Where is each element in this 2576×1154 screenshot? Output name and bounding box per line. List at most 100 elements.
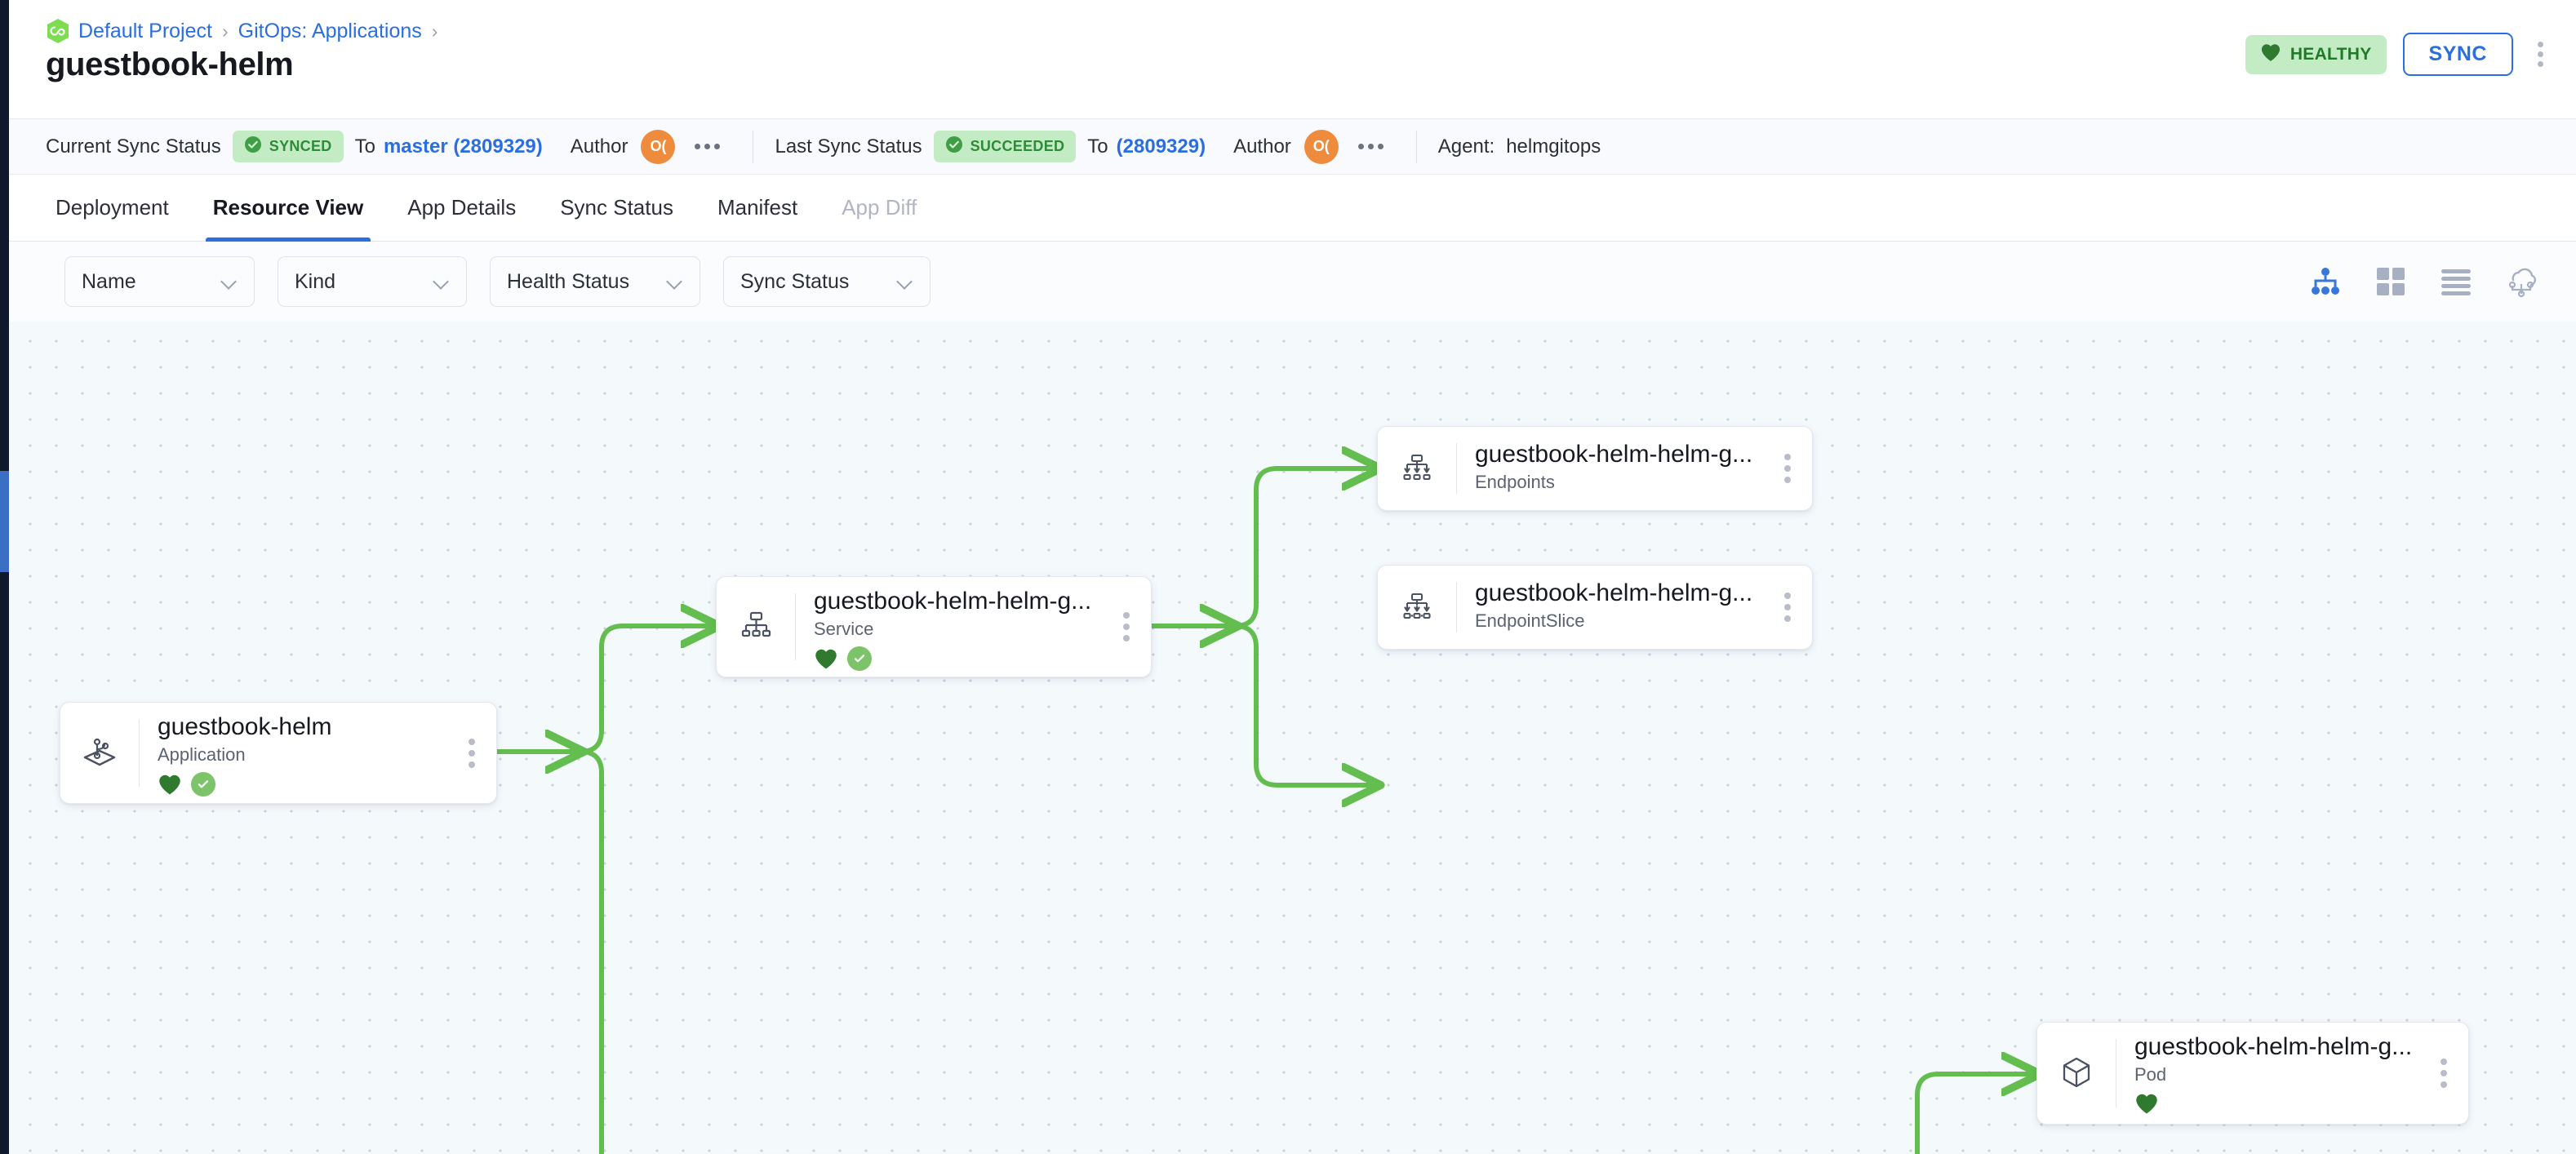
node-kebab-menu-icon[interactable] [447,703,496,803]
graph-node-endpointslice[interactable]: guestbook-helm-helm-g... EndpointSlice [1377,565,1813,650]
resource-graph-canvas[interactable]: guestbook-helm Application [9,322,2576,1154]
filter-health-status-dropdown[interactable]: Health Status [490,256,700,307]
node-divider [1456,582,1457,632]
breadcrumb: Default Project › GitOps: Applications › [46,18,439,44]
tab-resource-view[interactable]: Resource View [191,175,386,242]
nav-rail-active-indicator [0,471,9,572]
node-kind: Endpoints [1475,472,1555,493]
last-sync-to-label: To [1087,135,1108,158]
breadcrumb-link-gitops-applications[interactable]: GitOps: Applications [238,19,422,42]
filter-kind-label: Kind [295,269,336,293]
breadcrumb-link-default-project[interactable]: Default Project [78,19,212,42]
chevron-down-icon [667,273,683,290]
current-sync-status-badge: SYNCED [232,131,344,162]
status-divider-2 [1415,130,1417,163]
tab-app-details[interactable]: App Details [407,195,517,220]
status-badge-health: HEALTHY [2245,34,2387,74]
tab-bar: Deployment Resource View App Details Syn… [9,175,2576,242]
page-title: guestbook-helm [46,47,294,82]
node-name: guestbook-helm-helm-g... [1475,580,1753,606]
node-body: guestbook-helm Application [140,703,447,803]
filter-name-label: Name [82,269,136,293]
pod-icon [2037,1023,2116,1124]
node-kebab-menu-icon[interactable] [1763,427,1812,510]
sync-button[interactable]: SYNC [2402,33,2513,76]
app-nav-rail[interactable] [0,0,9,1154]
avatar-current-author[interactable]: O( [641,129,676,164]
node-kind: EndpointSlice [1475,610,1585,632]
avatar-last-author[interactable]: O( [1304,129,1339,164]
graph-edges [494,322,2576,1154]
page-root: Default Project › GitOps: Applications ›… [9,0,2576,1154]
node-name: guestbook-helm-helm-g... [814,588,1092,615]
tab-manifest[interactable]: Manifest [717,195,798,220]
node-kebab-menu-icon[interactable] [2419,1023,2468,1124]
node-divider [1456,443,1457,494]
header-actions: HEALTHY SYNC [2245,33,2552,76]
tab-deployment[interactable]: Deployment [56,195,169,220]
graph-node-endpoints[interactable]: guestbook-helm-helm-g... Endpoints [1377,426,1813,511]
heart-icon [2134,1092,2159,1115]
node-status-badges [158,771,447,797]
network-view-icon[interactable] [2504,264,2538,299]
check-circle-icon [945,135,963,158]
current-sync-author-label: Author [570,135,628,158]
current-sync-more-icon[interactable] [683,135,731,158]
node-status-badges [2134,1092,2419,1115]
graph-node-pod-1[interactable]: guestbook-helm-helm-g... Pod [2036,1022,2469,1125]
last-sync-revision-link[interactable]: (2809329) [1116,135,1206,158]
synced-check-icon [847,646,872,671]
tree-view-icon[interactable] [2308,264,2343,299]
helm-icon [60,703,139,803]
kebab-menu-icon[interactable] [2529,35,2552,73]
chevron-down-icon [897,273,913,290]
resource-filter-toolbar: Name Kind Health Status Sync Status [9,242,2576,322]
node-status-badges [814,646,1102,671]
filter-sync-status-dropdown[interactable]: Sync Status [723,256,930,307]
chevron-down-icon [433,273,450,290]
tab-sync-status[interactable]: Sync Status [560,195,673,220]
tab-app-diff: App Diff [842,195,917,220]
current-sync-revision-link[interactable]: master (2809329) [383,135,543,158]
heart-icon [158,773,182,796]
current-sync-status-label: Current Sync Status [46,135,221,158]
graph-node-service[interactable]: guestbook-helm-helm-g... Service [716,576,1152,677]
heart-icon [2260,42,2281,67]
last-sync-status-label: Last Sync Status [775,135,922,158]
sync-status-strip: Current Sync Status SYNCED To master (28… [9,119,2576,175]
filter-name-dropdown[interactable]: Name [64,256,255,307]
graph-node-application[interactable]: guestbook-helm Application [60,702,497,804]
endpointslice-icon [1378,566,1456,649]
node-divider [795,593,796,660]
node-name: guestbook-helm [158,714,332,740]
filter-health-status-label: Health Status [507,269,630,293]
agent-value: helmgitops [1506,135,1601,158]
heart-icon [814,647,838,670]
node-divider [139,719,140,787]
grid-view-icon[interactable] [2374,264,2408,299]
breadcrumb-separator-1: › [221,20,229,42]
current-sync-to-label: To [354,135,375,158]
last-sync-status-badge: SUCCEEDED [933,131,1077,162]
list-view-icon[interactable] [2439,264,2473,299]
synced-check-icon [191,771,215,797]
last-sync-status-text: SUCCEEDED [970,138,1065,154]
filter-kind-dropdown[interactable]: Kind [278,256,467,307]
health-badge-label: HEALTHY [2290,44,2372,64]
last-sync-more-icon[interactable] [1347,135,1395,158]
check-circle-icon [244,135,262,158]
node-kind: Pod [2134,1064,2167,1085]
node-kebab-menu-icon[interactable] [1763,566,1812,649]
endpoints-icon [1378,427,1456,510]
service-icon [717,577,795,677]
page-header: Default Project › GitOps: Applications ›… [9,0,2576,119]
breadcrumb-separator-2: › [431,20,438,42]
agent-label: Agent: [1437,135,1495,158]
node-body: guestbook-helm-helm-g... Service [796,577,1102,677]
node-kebab-menu-icon[interactable] [1102,577,1151,677]
node-body: guestbook-helm-helm-g... EndpointSlice [1457,566,1763,649]
node-kind: Application [158,744,246,766]
node-body: guestbook-helm-helm-g... Pod [2116,1023,2419,1124]
view-mode-toggles [2308,264,2538,299]
project-logo-icon [46,18,70,44]
